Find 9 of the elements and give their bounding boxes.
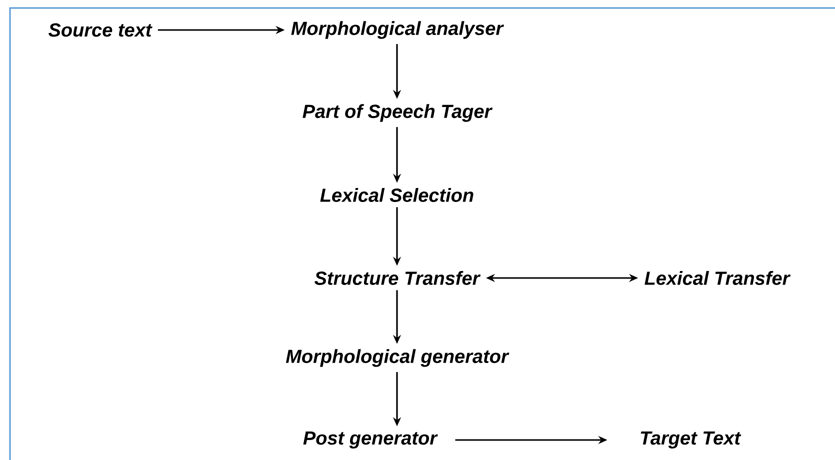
- step-label: Lexical Selection: [320, 188, 474, 202]
- step-label: Morphological analyser: [291, 21, 504, 39]
- step-label: Lexical Transfer: [644, 271, 791, 285]
- step-label: Structure Transfer: [314, 271, 481, 285]
- step-label: Part of Speech Tager: [302, 104, 493, 122]
- step-label: Source text: [48, 23, 152, 37]
- step-label: Post generator: [303, 432, 438, 448]
- step-label: Morphological generator: [286, 349, 510, 367]
- step-label: Target Text: [640, 432, 742, 448]
